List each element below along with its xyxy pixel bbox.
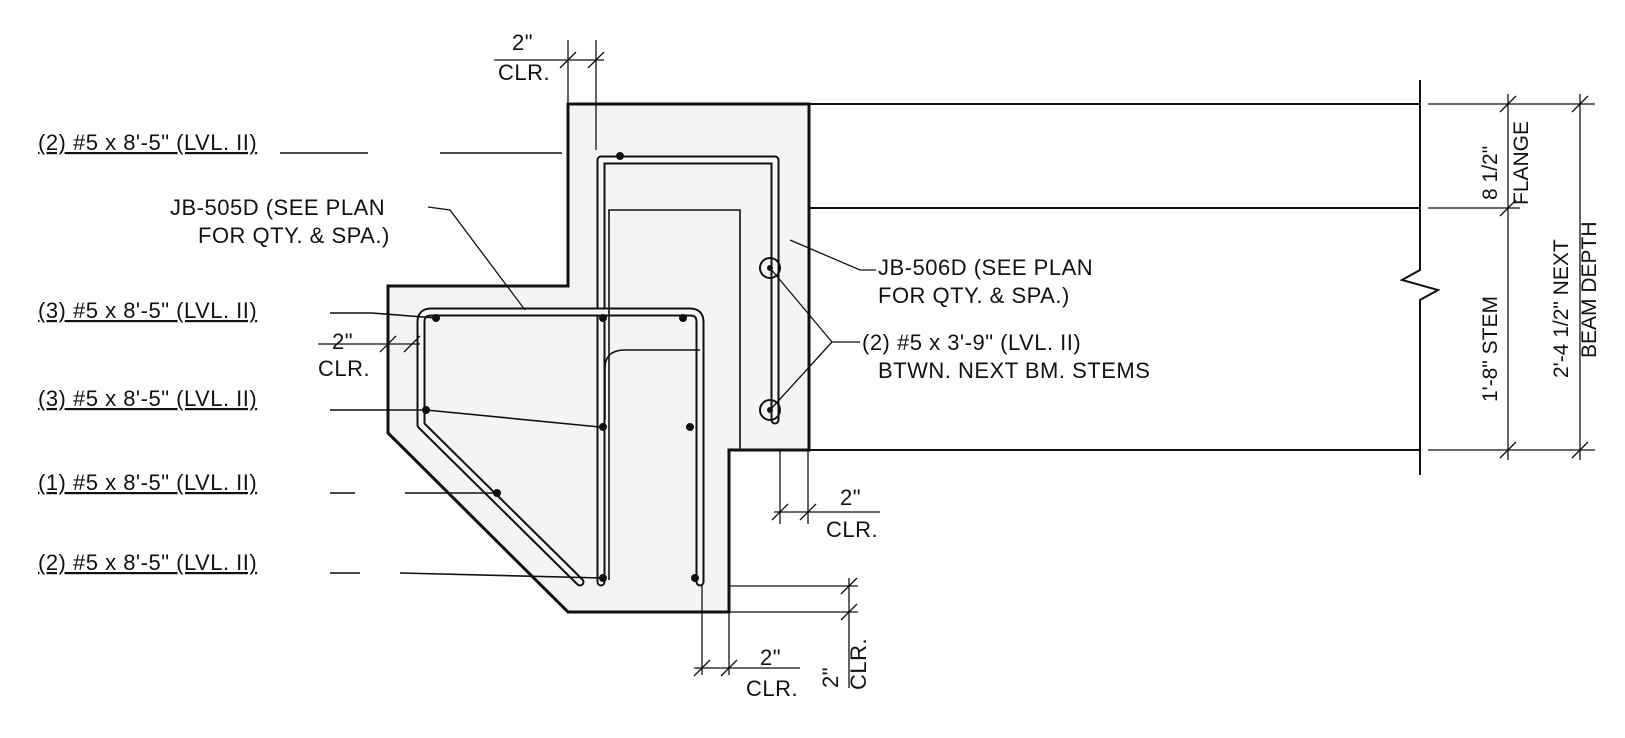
callout-middle-bars: (3) #5 x 8'-5" (LVL. II) xyxy=(38,386,257,411)
stirrup-inner xyxy=(604,349,700,420)
callout-corner-bar: (1) #5 x 8'-5" (LVL. II) xyxy=(38,470,257,495)
jb505-line2: FOR QTY. & SPA.) xyxy=(198,223,390,248)
clr-left-value: 2" xyxy=(332,329,353,354)
dim-flange-label: FLANGE xyxy=(1510,121,1533,205)
clr-right-value: 2" xyxy=(840,485,861,510)
clr-top-value: 2" xyxy=(512,30,533,55)
jb505-line1: JB-505D (SEE PLAN xyxy=(170,195,385,220)
callout-leaders xyxy=(280,152,604,579)
clr-bottom-label: CLR. xyxy=(746,676,798,701)
clr-dims xyxy=(318,40,880,688)
btwn-line1: (2) #5 x 3'-9" (LVL. II) xyxy=(862,330,1081,355)
right-leaders xyxy=(769,239,876,411)
jb506-line1: JB-506D (SEE PLAN xyxy=(878,255,1093,280)
dim-flange-value: 8 1/2" xyxy=(1479,146,1502,200)
btwn-line2: BTWN. NEXT BM. STEMS xyxy=(878,358,1150,383)
clr-left-label: CLR. xyxy=(318,356,370,381)
clr-top-label: CLR. xyxy=(498,60,550,85)
next-beam xyxy=(809,80,1441,475)
clr-bottom-vertical-label: CLR. xyxy=(846,638,871,690)
callout-bottom-bars: (2) #5 x 8'-5" (LVL. II) xyxy=(38,550,257,575)
jb506-line2: FOR QTY. & SPA.) xyxy=(878,283,1070,308)
dim-stem: 1'-8" STEM xyxy=(1479,296,1502,402)
clr-right-label: CLR. xyxy=(826,517,878,542)
break-line xyxy=(1399,80,1441,475)
callout-upper-bars: (3) #5 x 8'-5" (LVL. II) xyxy=(38,298,257,323)
overall-dims xyxy=(1428,94,1595,460)
callout-top-bars: (2) #5 x 8'-5" (LVL. II) xyxy=(38,130,257,155)
clr-bottom-vertical-value: 2" xyxy=(818,667,843,688)
clr-bottom-value: 2" xyxy=(760,645,781,670)
dim-total-label: BEAM DEPTH xyxy=(1578,221,1601,358)
dim-total-value: 2'-4 1/2" NEXT xyxy=(1550,239,1573,378)
